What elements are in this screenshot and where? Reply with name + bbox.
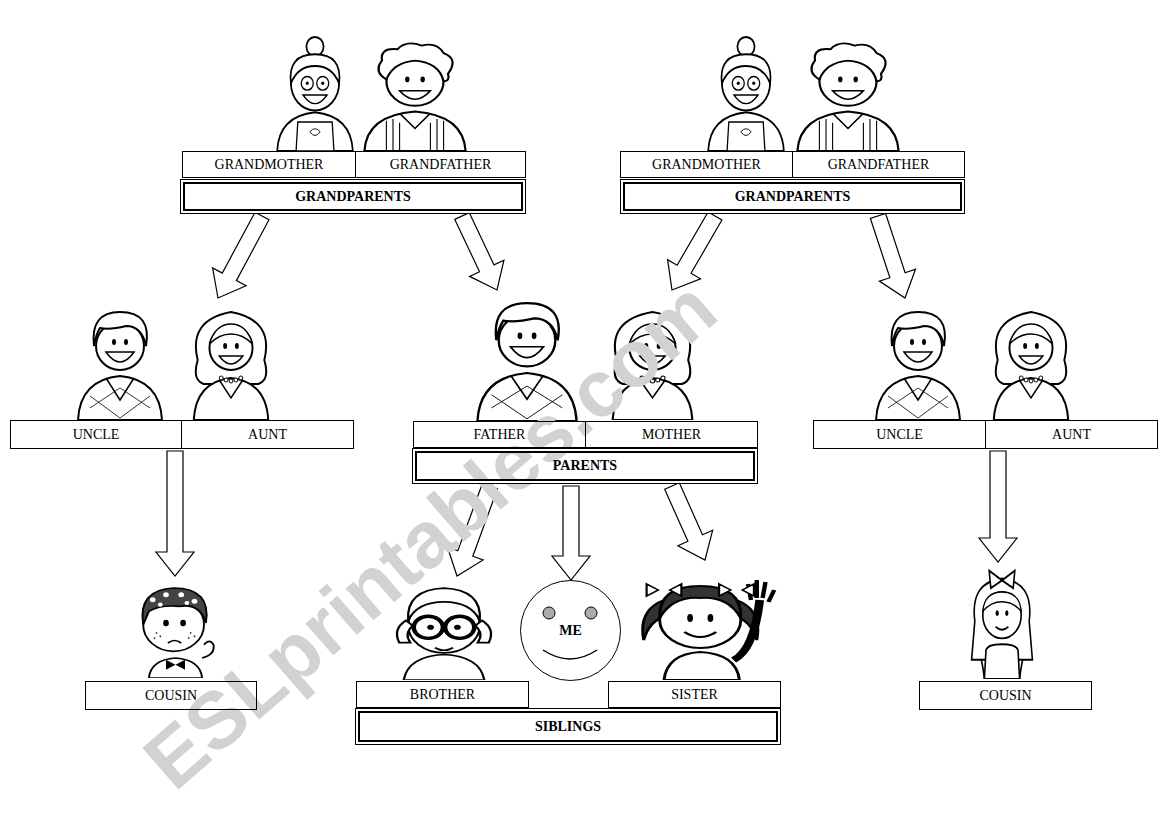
label-frame: UNCLE bbox=[813, 420, 986, 449]
hollow-arrow bbox=[213, 212, 269, 298]
smiley-face bbox=[543, 607, 597, 659]
node-label: FATHER bbox=[474, 427, 526, 442]
hollow-arrow bbox=[665, 483, 713, 560]
brother-box: BROTHER bbox=[356, 576, 529, 708]
label-frame: UNCLE bbox=[10, 420, 182, 449]
sister-figure bbox=[643, 580, 775, 680]
uncle-box: UNCLE bbox=[813, 298, 986, 449]
grandfather-box: GRANDFATHER bbox=[792, 151, 965, 178]
hollow-arrow bbox=[455, 213, 504, 290]
label-frame: FATHER bbox=[413, 421, 586, 448]
label-frame: SISTER bbox=[608, 681, 781, 708]
father-box: FATHER bbox=[413, 290, 586, 448]
node-label: BROTHER bbox=[410, 687, 475, 702]
node-label: UNCLE bbox=[73, 427, 120, 442]
node-label: UNCLE bbox=[876, 427, 923, 442]
cousin-box: COUSIN bbox=[919, 562, 1092, 710]
parents-box: PARENTS bbox=[412, 448, 758, 484]
hollow-arrow bbox=[156, 451, 194, 576]
node-label: AUNT bbox=[1052, 427, 1091, 442]
uncle-figure bbox=[78, 312, 162, 420]
grandfather-box: GRANDFATHER bbox=[355, 151, 526, 178]
node-label: GRANDPARENTS bbox=[295, 189, 411, 204]
siblings-box: SIBLINGS bbox=[355, 708, 781, 745]
label-frame: COUSIN bbox=[85, 681, 257, 710]
label-frame: AUNT bbox=[985, 420, 1158, 449]
node-label: COUSIN bbox=[145, 688, 197, 703]
label-frame: COUSIN bbox=[919, 681, 1092, 710]
aunt-box: AUNT bbox=[985, 298, 1158, 449]
grandfather-figure bbox=[797, 43, 898, 151]
hollow-arrow bbox=[979, 451, 1017, 562]
node-label: GRANDFATHER bbox=[390, 157, 492, 172]
sister-box: SISTER bbox=[608, 560, 781, 708]
uncle-figure bbox=[876, 312, 960, 420]
grandmother-box: GRANDMOTHER bbox=[182, 151, 356, 178]
uncle-box: UNCLE bbox=[10, 298, 182, 449]
node-label: GRANDPARENTS bbox=[735, 189, 851, 204]
aunt-figure bbox=[194, 312, 268, 420]
grandmother-figure bbox=[277, 37, 353, 151]
grandparents-box: GRANDPARENTS bbox=[620, 179, 965, 214]
mother-box: MOTHER bbox=[585, 290, 758, 448]
node-label: SISTER bbox=[671, 687, 718, 702]
node-label: SIBLINGS bbox=[535, 719, 601, 734]
node-label: GRANDMOTHER bbox=[652, 157, 761, 172]
grandparents-box: GRANDPARENTS bbox=[180, 179, 526, 214]
node-label: MOTHER bbox=[642, 427, 701, 442]
hollow-arrow bbox=[552, 486, 590, 580]
label-frame: MOTHER bbox=[585, 421, 758, 448]
label-frame: AUNT bbox=[181, 420, 354, 449]
cousin-box: COUSIN bbox=[85, 576, 257, 710]
grandmother-figure bbox=[708, 37, 784, 151]
aunt-box: AUNT bbox=[181, 298, 354, 449]
node-label: COUSIN bbox=[979, 688, 1031, 703]
grandmother-box: GRANDMOTHER bbox=[620, 151, 793, 178]
aunt-figure bbox=[994, 312, 1068, 420]
me-circle: ME bbox=[520, 580, 621, 681]
node-label: GRANDFATHER bbox=[828, 157, 930, 172]
label-frame: BROTHER bbox=[356, 681, 529, 708]
node-label: AUNT bbox=[248, 427, 287, 442]
grandfather-figure bbox=[364, 43, 465, 151]
cousin-figure bbox=[142, 588, 213, 678]
node-label: ME bbox=[559, 623, 582, 638]
cousin-figure bbox=[972, 571, 1033, 679]
node-label: PARENTS bbox=[553, 458, 617, 473]
node-label: GRANDMOTHER bbox=[215, 157, 324, 172]
hollow-arrow bbox=[870, 214, 915, 299]
